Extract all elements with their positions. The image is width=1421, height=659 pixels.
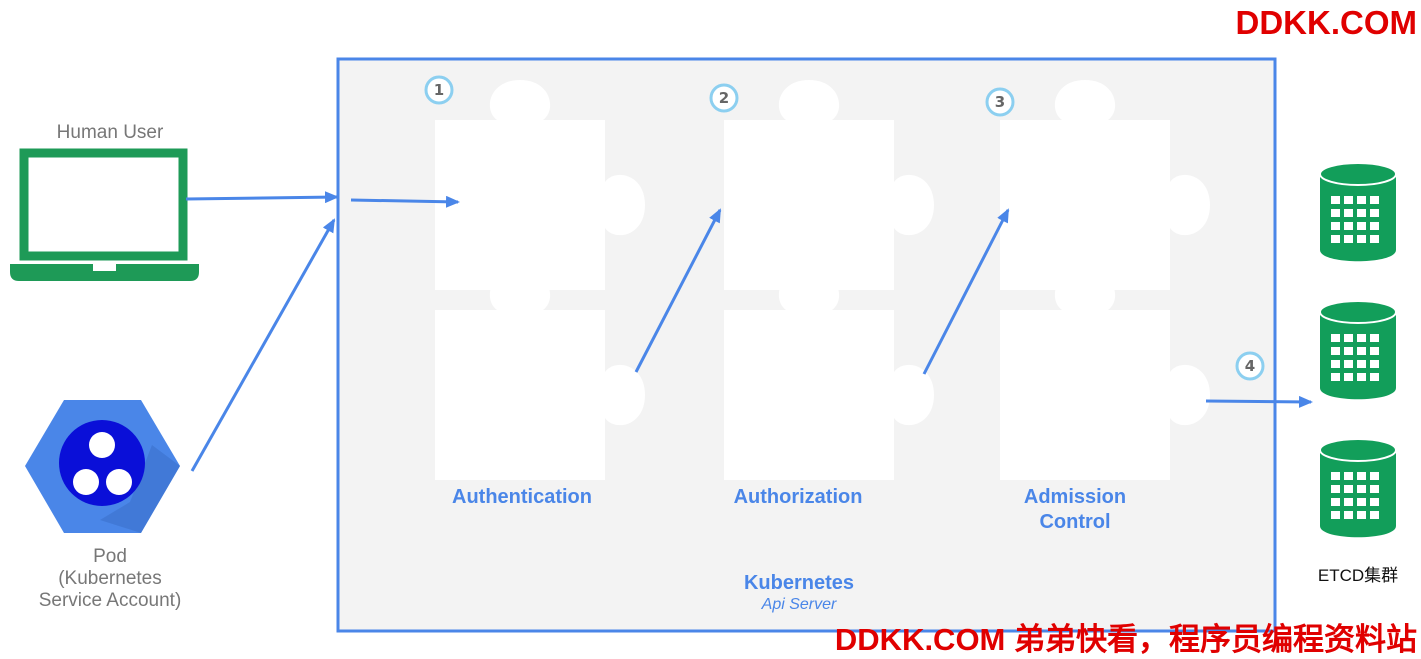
api-server-subtitle: Api Server <box>761 596 837 613</box>
etcd-database-icon-3 <box>1319 438 1397 538</box>
svg-text:3: 3 <box>995 93 1005 111</box>
etcd-database-icon-1 <box>1319 162 1397 262</box>
laptop-icon <box>10 148 199 281</box>
pod-label-line1: Pod <box>93 546 127 567</box>
etcd-database-icon-2 <box>1319 300 1397 400</box>
admission-control-label: Admission Control <box>975 485 1175 535</box>
watermark-top: DDKK.COM <box>1235 4 1417 41</box>
pod-label: Pod (Kubernetes Service Account) <box>20 546 200 612</box>
arrow-user-to-server <box>185 191 339 204</box>
pod-icon <box>25 400 180 533</box>
arrow-to-authentication <box>350 195 460 208</box>
admission-control-label-line1: Admission <box>1023 486 1127 508</box>
pod-label-line2: (Kubernetes <box>58 568 162 589</box>
step-4-badge: 4 <box>1235 351 1265 381</box>
arrow-authorization-to-admission <box>922 208 1010 375</box>
human-user-label: Human User <box>56 122 164 143</box>
authentication-label: Authentication <box>452 486 592 508</box>
pod-label-line3: Service Account) <box>38 590 182 611</box>
admission-control-label-line2: Control <box>1039 511 1111 533</box>
svg-text:1: 1 <box>434 81 444 99</box>
svg-text:2: 2 <box>719 89 729 107</box>
arrow-pod-to-server <box>190 218 336 472</box>
step-1-badge: 1 <box>424 75 454 105</box>
watermark-bottom: DDKK.COM 弟弟快看，程序员编程资料站 <box>834 622 1417 657</box>
kubernetes-title: Kubernetes <box>743 572 855 594</box>
arrow-authentication-to-authorization <box>634 208 722 373</box>
step-3-badge: 3 <box>985 87 1015 117</box>
arrow-to-etcd <box>1205 395 1313 408</box>
etcd-cluster-label: ETCD集群 <box>1317 566 1399 585</box>
step-2-badge: 2 <box>709 83 739 113</box>
authorization-label: Authorization <box>733 486 863 508</box>
svg-text:4: 4 <box>1245 357 1255 375</box>
